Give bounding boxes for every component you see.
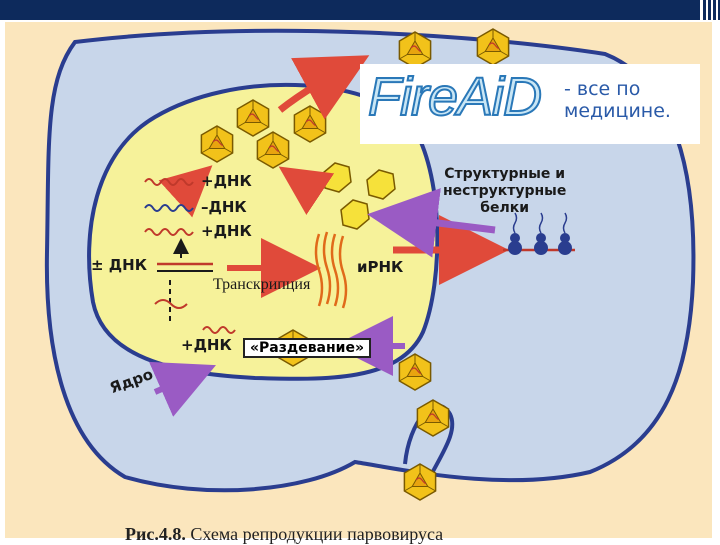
label-uncoating: «Раздевание» bbox=[243, 338, 372, 358]
label-mrna: иРНК bbox=[357, 258, 404, 276]
uncoated-dna bbox=[202, 326, 236, 334]
export-arrow bbox=[277, 55, 370, 120]
label-dna-minus: –ДНК bbox=[201, 198, 247, 216]
top-bar-stripe bbox=[716, 0, 718, 20]
dna-strand bbox=[144, 228, 194, 236]
label-transcription: Транскрипция bbox=[213, 276, 311, 293]
watermark-logo: FireAiD bbox=[367, 66, 543, 128]
figure-caption: Рис.4.8. Схема репродукции парвовируса bbox=[125, 524, 443, 545]
label-dna-plus-3: +ДНК bbox=[181, 336, 232, 354]
mrna-strand bbox=[330, 233, 340, 307]
assembly-arrow-2 bbox=[278, 166, 335, 215]
nucleus-pointer-arrow bbox=[148, 361, 216, 417]
label-dna-plus-2: +ДНК bbox=[201, 222, 252, 240]
top-bar-stripe bbox=[711, 0, 713, 20]
top-bar-stripe bbox=[700, 0, 703, 20]
protein-import-arrow bbox=[367, 188, 496, 258]
dna-strand bbox=[144, 178, 194, 186]
dna-strand bbox=[144, 204, 194, 212]
label-dna-plus-1: +ДНК bbox=[201, 172, 252, 190]
mrna-strand bbox=[338, 235, 348, 309]
ribosome bbox=[558, 212, 572, 255]
top-bar-stripe bbox=[706, 0, 708, 20]
watermark-tagline: - все по медицине. bbox=[564, 78, 671, 122]
ribosome bbox=[508, 212, 522, 255]
uncoated-dna bbox=[154, 299, 188, 309]
ribosome bbox=[534, 212, 548, 255]
caption-number: Рис.4.8. bbox=[125, 524, 186, 544]
membrane-invagination bbox=[403, 403, 455, 493]
mrna-strand bbox=[314, 233, 324, 307]
watermark: FireAiD - все по медицине. bbox=[360, 64, 700, 144]
caption-text: Схема репродукции парвовируса bbox=[190, 524, 444, 544]
diagram-canvas bbox=[44, 28, 696, 501]
mrna-strand bbox=[322, 231, 332, 305]
assembly-arrow bbox=[158, 165, 213, 218]
label-dna-pm: ± ДНК bbox=[91, 256, 147, 274]
label-proteins: Структурные и неструктурные белки bbox=[443, 166, 567, 216]
top-bar bbox=[0, 0, 720, 20]
